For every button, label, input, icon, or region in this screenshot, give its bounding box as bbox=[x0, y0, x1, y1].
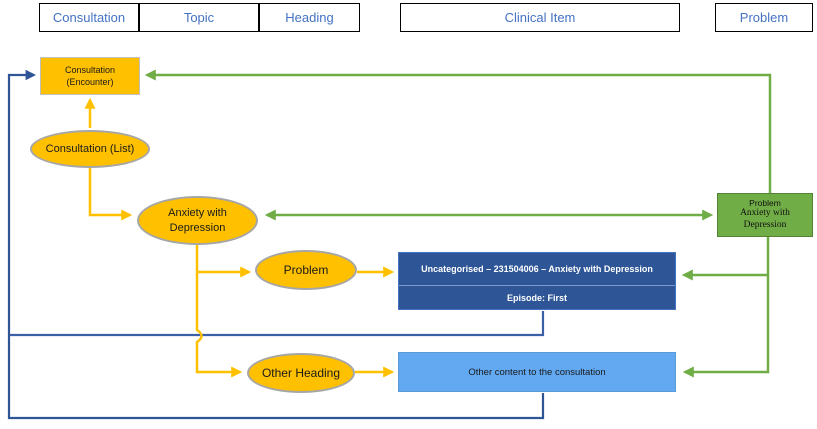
encounter-line2: (Encounter) bbox=[66, 77, 114, 87]
other-content-label: Other content to the consultation bbox=[468, 366, 606, 378]
clinical-item-title: Uncategorised – 231504006 – Anxiety with… bbox=[399, 253, 675, 286]
node-problem-box: Problem Anxiety with Depression bbox=[717, 193, 813, 237]
node-anxiety-with-depression: Anxiety with Depression bbox=[137, 196, 258, 245]
clinical-item-episode-text: Episode: First bbox=[506, 292, 567, 303]
node-problem-ellipse: Problem bbox=[255, 250, 357, 290]
problem-ellipse-label: Problem bbox=[283, 263, 329, 277]
problem-box-line1: Problem bbox=[749, 197, 781, 208]
other-heading-label: Other Heading bbox=[261, 366, 341, 380]
header-consultation-label: Consultation bbox=[52, 10, 126, 25]
header-topic: Topic bbox=[139, 3, 259, 32]
header-problem: Problem bbox=[715, 3, 813, 32]
header-problem-label: Problem bbox=[739, 10, 789, 25]
node-consultation-encounter: Consultation (Encounter) bbox=[40, 57, 140, 95]
anxiety-line2: Depression bbox=[169, 221, 226, 234]
node-clinical-item: Uncategorised – 231504006 – Anxiety with… bbox=[398, 252, 676, 310]
node-other-content: Other content to the consultation bbox=[398, 352, 676, 392]
connector-anxiety-to-otherheading bbox=[195, 245, 243, 378]
header-heading-label: Heading bbox=[285, 10, 334, 25]
header-topic-label: Topic bbox=[183, 10, 215, 25]
node-consultation-list: Consultation (List) bbox=[30, 130, 150, 168]
connector-problembox-to-othercontent bbox=[682, 237, 770, 378]
connector-othercontent-to-encounter bbox=[7, 69, 545, 420]
consultation-list-label: Consultation (List) bbox=[45, 143, 135, 155]
clinical-item-title-text: Uncategorised – 231504006 – Anxiety with… bbox=[421, 264, 653, 274]
connector-list-to-anxiety bbox=[88, 167, 133, 221]
header-consultation: Consultation bbox=[39, 3, 139, 32]
header-clinical-item-label: Clinical Item bbox=[504, 10, 576, 25]
encounter-line1: Consultation bbox=[64, 64, 116, 75]
node-other-heading: Other Heading bbox=[247, 353, 355, 393]
connector-episode-to-left-rail bbox=[10, 311, 545, 337]
header-clinical-item: Clinical Item bbox=[400, 3, 680, 32]
problem-box-line3: Depression bbox=[743, 220, 787, 231]
anxiety-line1: Anxiety with bbox=[168, 207, 227, 220]
problem-box-line2: Anxiety with bbox=[740, 208, 790, 219]
clinical-item-episode: Episode: First bbox=[399, 286, 675, 309]
connector-problembox-to-encounter bbox=[144, 69, 772, 193]
header-heading: Heading bbox=[259, 3, 360, 32]
